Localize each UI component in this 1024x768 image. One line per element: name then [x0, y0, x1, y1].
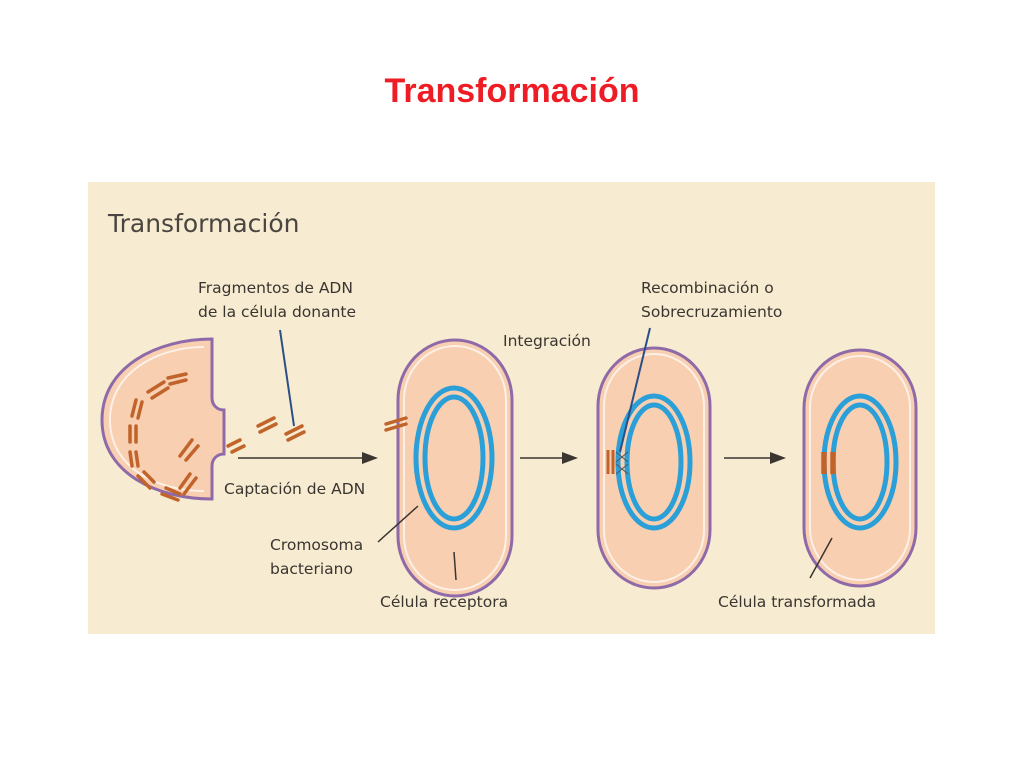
- recombination-arrow: [724, 452, 786, 464]
- label-transformed-cell: Célula transformada: [718, 593, 876, 611]
- label-integration: Integración: [503, 332, 591, 350]
- chromosome-inner: [422, 394, 486, 522]
- label-chromosome-2: bacteriano: [270, 560, 353, 578]
- label-recombination-2: Sobrecruzamiento: [641, 303, 782, 321]
- recipient-pointer-line: [453, 551, 457, 581]
- crossover-marks: [615, 451, 629, 475]
- label-recombination-1: Recombinación o: [641, 279, 774, 297]
- uptake-arrow: [238, 452, 378, 464]
- recipient-cell: [384, 338, 514, 598]
- recipient-cell-membrane: [396, 338, 514, 598]
- fragments-pointer-line: [279, 329, 295, 427]
- label-donor-fragments-1: Fragmentos de ADN: [198, 279, 353, 297]
- recombination-pointer-line: [619, 327, 651, 453]
- chromosome-outer: [413, 385, 495, 531]
- donor-cell-inner-highlight: [108, 346, 205, 492]
- transformed-cell: [802, 348, 918, 588]
- label-chromosome-1: Cromosoma: [270, 536, 363, 554]
- free-dna-fragments: [256, 416, 306, 442]
- chromosome-pointer-line: [377, 505, 419, 543]
- recombination-cell: [596, 346, 712, 590]
- entering-dna-fragment: [384, 416, 408, 432]
- transformed-pointer-line: [809, 537, 833, 579]
- label-donor-fragments-2: de la célula donante: [198, 303, 356, 321]
- transformation-diagram: Transformación: [88, 182, 935, 634]
- label-uptake: Captación de ADN: [224, 480, 365, 498]
- integration-arrow: [520, 452, 578, 464]
- diagram-heading: Transformación: [107, 209, 300, 238]
- aligned-dna-fragment: [606, 450, 615, 474]
- donor-cell: [100, 337, 246, 502]
- donor-dna-fragments: [128, 372, 246, 502]
- diagram-panel: Transformación: [88, 182, 935, 634]
- slide-title: Transformación: [384, 72, 640, 110]
- integrated-dna-segment: [821, 452, 836, 474]
- label-recipient-cell: Célula receptora: [380, 593, 508, 611]
